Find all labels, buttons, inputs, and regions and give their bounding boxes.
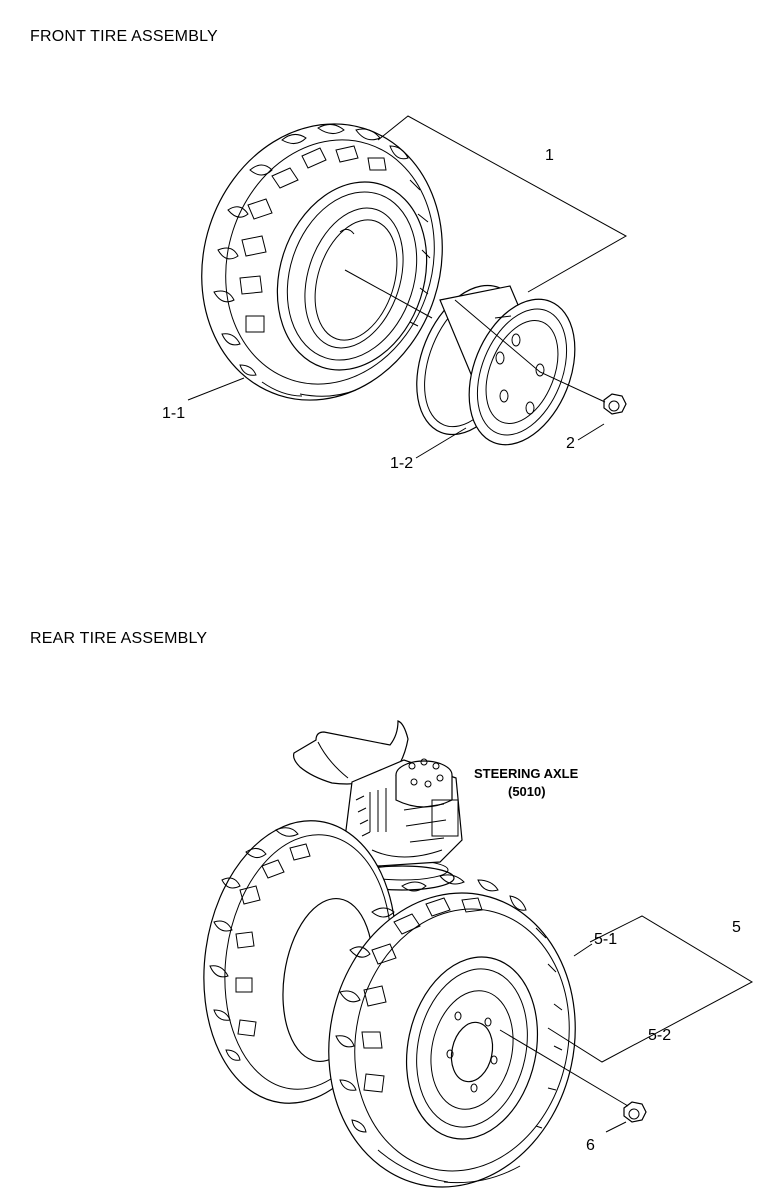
label-6: 6 (586, 1137, 595, 1154)
label-1-2: 1-2 (390, 455, 413, 472)
rear-assembly-title: REAR TIRE ASSEMBLY (30, 630, 208, 647)
label-2: 2 (566, 435, 575, 452)
label-5-1: 5-1 (594, 931, 617, 948)
steering-axle-ref: (5010) (508, 784, 546, 799)
rear-tire-front (328, 874, 576, 1188)
label-5: 5 (732, 919, 741, 936)
rear-leader-lines (499, 915, 754, 1133)
label-5-2: 5-2 (648, 1027, 671, 1044)
front-nut (603, 393, 627, 415)
steering-axle-label: STEERING AXLE (474, 766, 579, 781)
steering-axle (293, 720, 463, 961)
front-rim (416, 284, 576, 446)
front-leader-lines (187, 115, 628, 459)
label-1: 1 (545, 147, 554, 164)
rear-nut (623, 1101, 647, 1123)
front-assembly-title: FRONT TIRE ASSEMBLY (30, 28, 218, 45)
label-1-1: 1-1 (162, 405, 185, 422)
front-tire (201, 123, 443, 401)
